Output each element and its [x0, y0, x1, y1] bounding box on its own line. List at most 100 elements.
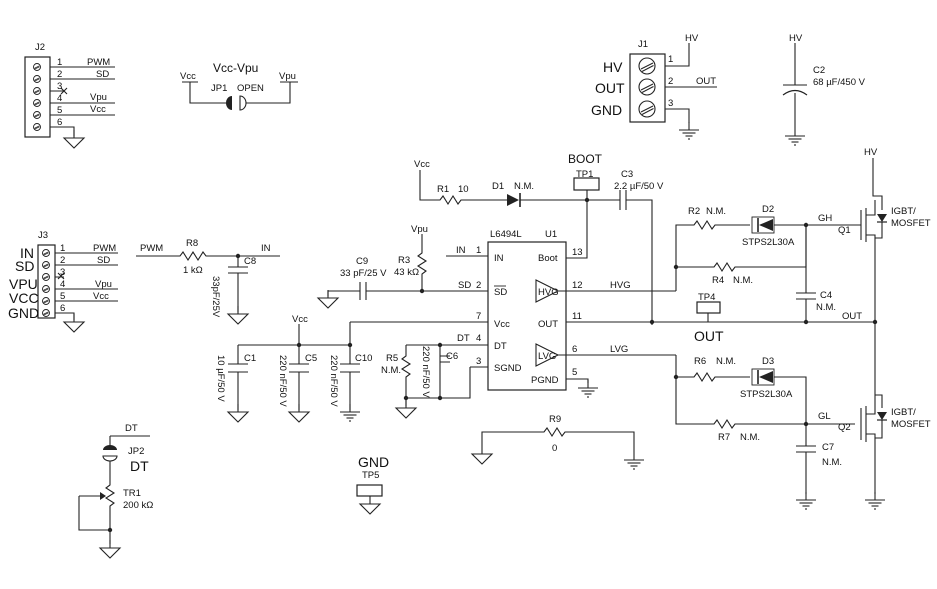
ic-buffer-hvg: HVG	[538, 287, 559, 298]
q1-part-line1: IGBT/	[891, 206, 916, 217]
r4-ref: R4	[712, 275, 724, 286]
ic-pin-name-dt: DT	[494, 341, 507, 352]
vpu-net: Vpu	[411, 224, 428, 235]
j1-pin-3: 3	[668, 98, 673, 109]
gnd-label: GND	[358, 454, 389, 470]
c9-ref: C9	[356, 256, 368, 267]
j3-pin-3: 3	[60, 267, 65, 278]
jp1-state: OPEN	[237, 83, 264, 94]
r9-value: 0	[552, 443, 557, 454]
bootstrap-network: Vcc R1 10 D1 N.M. BOOT TP1 C3 2.2 µF/50 …	[414, 152, 664, 325]
gl-net: GL	[818, 411, 831, 422]
boot-label: BOOT	[568, 152, 603, 166]
j1-ref: J1	[638, 39, 648, 50]
connector-j2: J2 1 2 3 4 5 6 PWM SD Vpu Vcc	[24, 42, 115, 149]
j3-side-vcc: VCC	[9, 290, 39, 306]
jp2-label: DT	[130, 458, 149, 474]
q2-part-line1: IGBT/	[891, 407, 916, 418]
r1-value: 10	[458, 184, 469, 195]
r9-ref: R9	[549, 414, 561, 425]
capacitor-c2: HV C2 68 µF/450 V	[782, 33, 866, 146]
c2-ref: C2	[813, 65, 825, 76]
ic-net-lvg: LVG	[610, 344, 628, 355]
ic-pin-name-vcc: Vcc	[494, 319, 510, 330]
ic-net-hvg: HVG	[610, 280, 631, 291]
j2-net-vcc: Vcc	[90, 104, 106, 115]
d1-ref: D1	[492, 181, 504, 192]
c3-ref: C3	[621, 169, 633, 180]
tp5-ref: TP5	[362, 470, 379, 481]
ic-pin-5: 5	[572, 367, 577, 378]
c8-ref: C8	[244, 256, 256, 267]
jp1-left-net: Vcc	[180, 71, 196, 82]
j2-pin-3: 3	[57, 81, 62, 92]
high-side-gate-network: R2 N.M. R4 N.M. D2 STPS2L30A GH C4 N.M.	[673, 204, 855, 325]
jp1-ref: JP1	[211, 83, 227, 94]
r6-ref: R6	[694, 356, 706, 367]
ic-pin-name-pgnd: PGND	[531, 375, 559, 386]
jp1-right-net: Vpu	[279, 71, 296, 82]
c3-value: 2.2 µF/50 V	[614, 181, 664, 192]
jumper-jp1: Vcc-Vpu Vcc Vpu JP1 OPEN	[180, 61, 298, 111]
c7-ref: C7	[822, 442, 834, 453]
c4-value: N.M.	[816, 302, 836, 313]
r5-value: N.M.	[381, 365, 401, 376]
tr1-value: 200 kΩ	[123, 500, 153, 511]
test-point-tp4: TP4 OUT OUT	[649, 292, 862, 344]
j3-side-gnd: GND	[8, 305, 39, 321]
resistor-r9: R9 0	[471, 414, 645, 470]
j2-pin-1: 1	[57, 57, 62, 68]
j3-pin-2: 2	[60, 255, 65, 266]
ic-part: L6494L	[490, 229, 522, 240]
j2-pin-6: 6	[57, 117, 62, 128]
connector-j1: J1 HV OUT GND 1 2 3 HV OUT	[591, 33, 717, 140]
ic-ref: U1	[545, 229, 557, 240]
tr1-ref: TR1	[123, 488, 141, 499]
r8-ref: R8	[186, 238, 198, 249]
j3-net-pwm: PWM	[93, 243, 116, 254]
r8-right-net: IN	[261, 243, 271, 254]
d1-value: N.M.	[514, 181, 534, 192]
j2-net-pwm: PWM	[87, 57, 110, 68]
ic-pin-name-sd: SD	[494, 287, 507, 298]
j2-pin-2: 2	[57, 69, 62, 80]
r6-value: N.M.	[716, 356, 736, 367]
j1-pin-1: 1	[668, 54, 673, 65]
j2-ref: J2	[35, 42, 45, 53]
q1-hv-net: HV	[864, 147, 878, 158]
r5-ref: R5	[386, 353, 398, 364]
ic-pin-3: 3	[476, 356, 481, 367]
j3-pin-5: 5	[60, 291, 65, 302]
r8-left-net: PWM	[140, 243, 163, 254]
r3-ref: R3	[398, 255, 410, 266]
ic-pin-name-sgnd: SGND	[494, 363, 522, 374]
d3-part: STPS2L30A	[740, 389, 793, 400]
sd-network: Vpu R3 43 kΩ C9 33 pF/25 V	[317, 224, 488, 309]
ic-buffer-lvg: LVG	[538, 351, 556, 362]
vcc-net-decoupling: Vcc	[292, 314, 308, 325]
j1-net-out: OUT	[696, 76, 716, 87]
vcc-net-top: Vcc	[414, 159, 430, 170]
j1-pin-2: 2	[668, 76, 673, 87]
r8-value: 1 kΩ	[183, 265, 203, 276]
c10-value: 220 nF/50 V	[328, 355, 339, 407]
ic-u1: L6494L U1 IN 1 IN SD 2 SD 7 Vcc DT 4 DT …	[350, 229, 875, 398]
c6-value: 220 nF/50 V	[420, 346, 431, 398]
dt-network: R5 N.M. C6 220 nF/50 V	[381, 342, 471, 419]
switch-q2: IGBT/ MOSFET Q2	[838, 322, 931, 510]
c5-value: 220 nF/50 V	[277, 355, 288, 407]
j2-net-vpu: Vpu	[90, 92, 107, 103]
out-net-label: OUT	[842, 311, 862, 322]
j2-net-sd: SD	[96, 69, 109, 80]
j3-side-in: IN	[20, 245, 34, 261]
r2-ref: R2	[688, 206, 700, 217]
r7-ref: R7	[718, 432, 730, 443]
switch-q1: HV IGBT/ MOSFET Q1	[838, 147, 931, 325]
r7-value: N.M.	[740, 432, 760, 443]
gh-net: GH	[818, 213, 832, 224]
ic-pin-4: 4	[476, 333, 481, 344]
tp4-label: OUT	[694, 328, 724, 344]
jp2-ref: JP2	[128, 446, 144, 457]
low-side-gate-network: R6 N.M. R7 N.M. D3 STPS2L30A GL C7 N.M.	[673, 355, 855, 510]
ic-pin-7: 7	[476, 311, 481, 322]
